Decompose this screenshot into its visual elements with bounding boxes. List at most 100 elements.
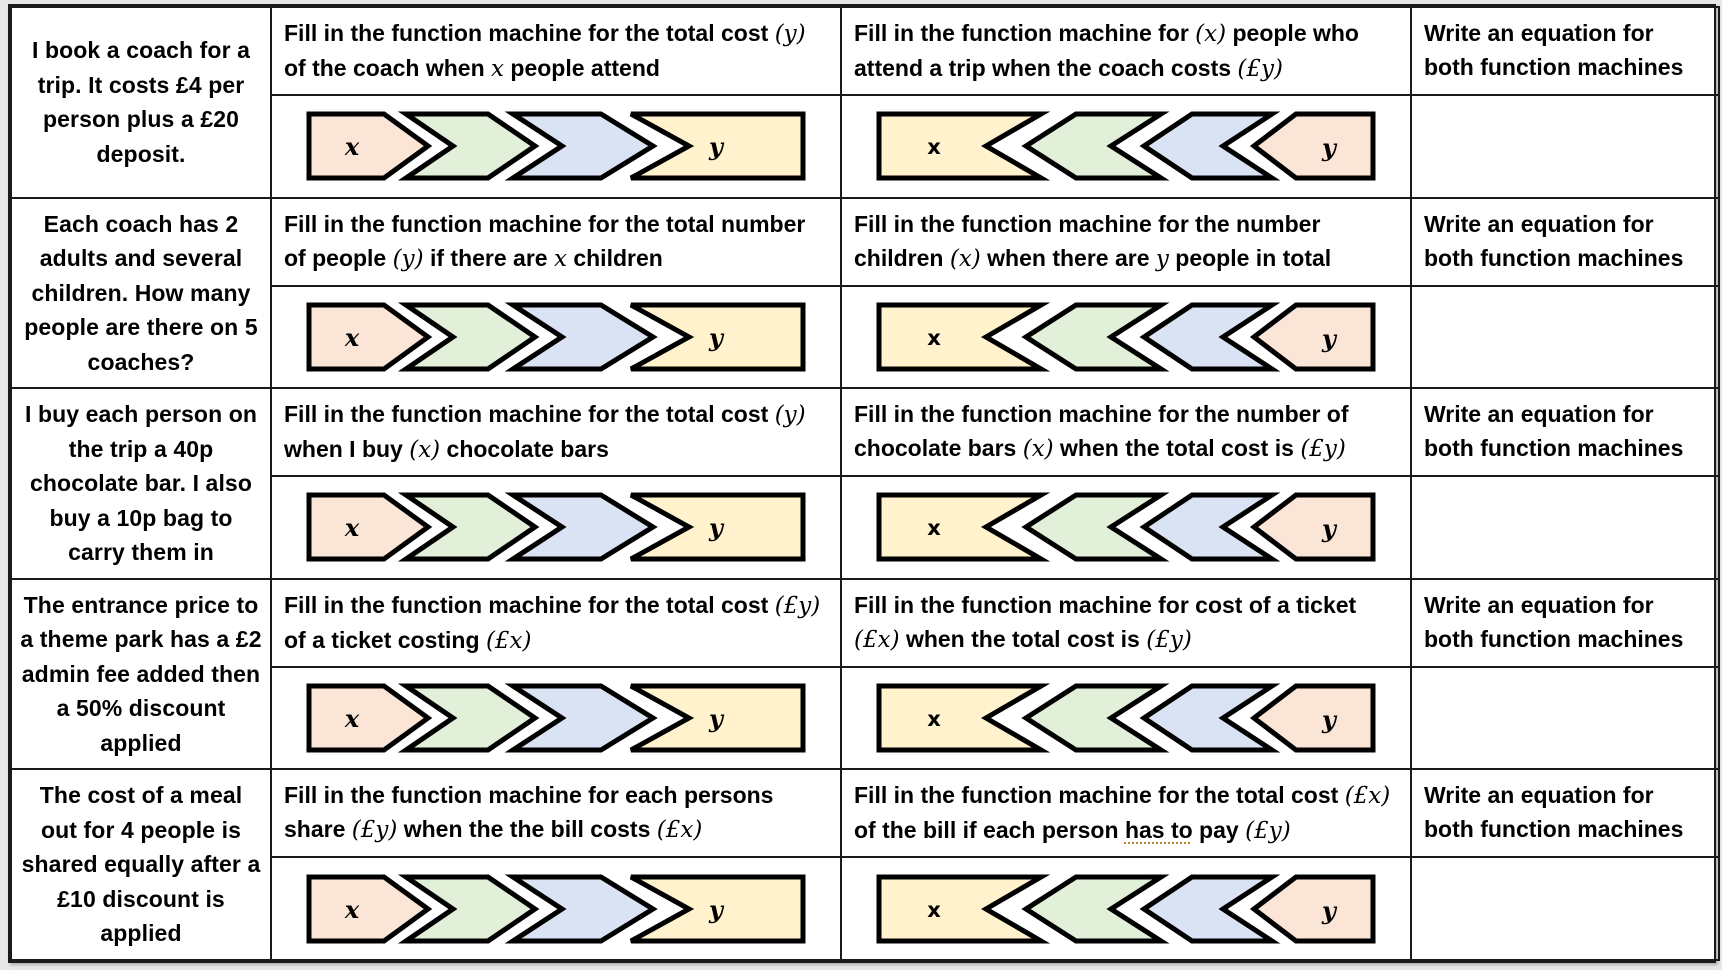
output-variable-label: y — [1321, 896, 1338, 925]
prompt-text-part: Fill in the function machine for the tot… — [284, 210, 806, 271]
math-variable: (£y) — [1146, 626, 1192, 653]
output-box[interactable] — [629, 492, 806, 562]
function-machine-table: I book a coach for a trip. It costs £4 p… — [10, 6, 1720, 961]
operation-chevron-1[interactable] — [397, 302, 540, 372]
operation-chevron-2[interactable] — [1139, 874, 1281, 944]
forward-prompt-cell: Fill in the function machine for the tot… — [270, 6, 842, 96]
operation-chevron-1[interactable] — [1021, 302, 1170, 372]
reverse-prompt-text: Fill in the function machine for cost of… — [854, 592, 1356, 653]
reverse-function-machine: x y — [876, 302, 1376, 372]
equation-answer-cell[interactable] — [1410, 665, 1720, 771]
prompt-text-part: pay — [1192, 817, 1246, 844]
output-box[interactable] — [629, 302, 806, 372]
input-box[interactable] — [306, 492, 433, 562]
equation-prompt-cell: Write an equation for both function mach… — [1410, 387, 1720, 478]
equation-prompt-cell: Write an equation for both function mach… — [1410, 196, 1720, 287]
operation-chevron-2[interactable] — [504, 492, 658, 562]
prompt-text-part: Fill in the function machine for the num… — [854, 401, 1349, 462]
operation-chevron-2[interactable] — [1139, 683, 1281, 753]
equation-answer-cell[interactable] — [1410, 93, 1720, 199]
equation-answer-cell[interactable] — [1410, 856, 1720, 961]
prompt-text-part: children — [566, 244, 663, 271]
reverse-prompt-cell: Fill in the function machine for the num… — [840, 387, 1412, 478]
input-box[interactable] — [876, 492, 1051, 562]
equation-answer-cell[interactable] — [1410, 475, 1720, 580]
input-variable-label: x — [927, 326, 941, 350]
forward-machine-cell: x y — [270, 93, 842, 199]
input-box[interactable] — [306, 874, 433, 944]
input-box[interactable] — [306, 302, 433, 372]
input-box[interactable] — [876, 683, 1051, 753]
operation-chevron-1[interactable] — [1021, 874, 1170, 944]
grammar-flagged-text[interactable]: has to — [1124, 817, 1193, 844]
output-box[interactable] — [629, 874, 806, 944]
input-variable-label: x — [927, 707, 941, 731]
operation-chevron-1[interactable] — [397, 111, 540, 181]
math-variable: (£y) — [351, 817, 398, 844]
reverse-prompt-text: Fill in the function machine for the num… — [854, 401, 1349, 463]
forward-prompt-text: Fill in the function machine for the tot… — [284, 210, 806, 272]
prompt-text-part: Fill in the function machine for the tot… — [284, 401, 775, 428]
forward-function-machine: x y — [306, 111, 806, 181]
reverse-machine-cell: x y — [840, 856, 1412, 961]
prompt-text-part: Fill in the function machine for — [854, 20, 1196, 46]
prompt-text-part: people in total — [1168, 244, 1332, 271]
machine-row: x y x y — [11, 665, 1720, 771]
output-box[interactable] — [1249, 683, 1376, 753]
prompt-text-part: Fill in the function machine for the tot… — [284, 20, 775, 46]
output-variable-label: y — [1321, 324, 1338, 353]
prompt-text-part: of the bill if each person — [854, 817, 1125, 844]
forward-machine-cell: x y — [270, 284, 842, 390]
forward-prompt-text: Fill in the function machine for the tot… — [284, 20, 806, 82]
output-box[interactable] — [1249, 302, 1376, 372]
operation-chevron-1[interactable] — [1021, 683, 1170, 753]
forward-machine-cell: x y — [270, 475, 842, 580]
operation-chevron-2[interactable] — [1139, 492, 1281, 562]
prompt-text-part: when the total cost is — [1053, 435, 1301, 462]
machine-row: x y x y — [11, 856, 1720, 961]
operation-chevron-1[interactable] — [1021, 111, 1170, 181]
output-box[interactable] — [1249, 111, 1376, 181]
input-variable-label: x — [927, 898, 941, 922]
operation-chevron-1[interactable] — [397, 874, 540, 944]
math-variable: (x) — [1022, 436, 1054, 463]
input-box[interactable] — [306, 683, 433, 753]
output-variable-label: y — [1321, 705, 1338, 734]
output-box[interactable] — [629, 683, 806, 753]
input-variable-label: x — [927, 516, 941, 540]
input-box[interactable] — [876, 302, 1051, 372]
prompt-text-part: Fill in the function machine for each pe… — [284, 782, 774, 843]
operation-chevron-1[interactable] — [1021, 492, 1170, 562]
operation-chevron-1[interactable] — [397, 683, 540, 753]
scenario-text: I book a coach for a trip. It costs £4 p… — [32, 37, 250, 167]
reverse-machine-cell: x y — [840, 284, 1412, 390]
output-box[interactable] — [1249, 492, 1376, 562]
input-box[interactable] — [876, 111, 1051, 181]
equation-prompt-cell: Write an equation for both function mach… — [1410, 6, 1720, 96]
forward-function-machine: x y — [306, 683, 806, 753]
operation-chevron-2[interactable] — [1139, 302, 1281, 372]
reverse-prompt-cell: Fill in the function machine for the tot… — [840, 768, 1412, 859]
operation-chevron-1[interactable] — [397, 492, 540, 562]
operation-chevron-2[interactable] — [504, 874, 658, 944]
output-variable-label: y — [708, 895, 725, 924]
math-variable: (y) — [774, 21, 806, 47]
operation-chevron-2[interactable] — [1139, 111, 1281, 181]
reverse-prompt-text: Fill in the function machine for the num… — [854, 211, 1332, 272]
operation-chevron-2[interactable] — [504, 683, 658, 753]
operation-chevron-2[interactable] — [504, 111, 658, 181]
forward-machine-cell: x y — [270, 856, 842, 961]
output-box[interactable] — [1249, 874, 1376, 944]
reverse-function-machine: x y — [876, 874, 1376, 944]
operation-chevron-2[interactable] — [504, 302, 658, 372]
equation-answer-cell[interactable] — [1410, 284, 1720, 390]
input-box[interactable] — [306, 111, 433, 181]
reverse-machine-cell: x y — [840, 665, 1412, 771]
output-box[interactable] — [629, 111, 806, 181]
input-box[interactable] — [876, 874, 1051, 944]
prompt-text-part: people who attend a trip when the coach … — [854, 20, 1359, 81]
scenario-text: I buy each person on the trip a 40p choc… — [24, 401, 258, 566]
math-variable: (£y) — [1237, 56, 1283, 82]
input-variable-label: x — [344, 132, 360, 161]
reverse-prompt-cell: Fill in the function machine for cost of… — [840, 577, 1412, 668]
